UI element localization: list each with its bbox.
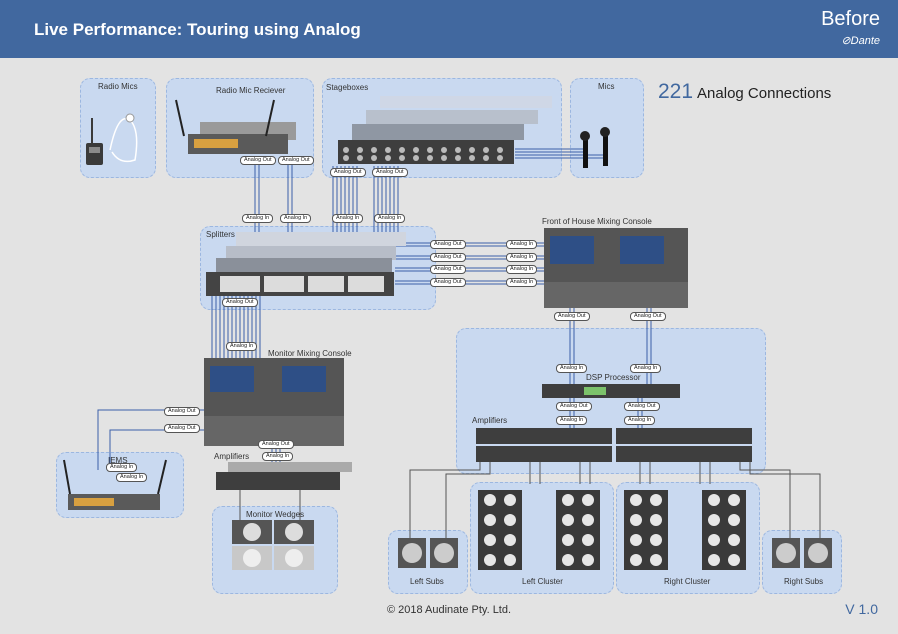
label-stageboxes: Stageboxes bbox=[326, 83, 369, 92]
version-label: V 1.0 bbox=[845, 601, 878, 617]
tag-analog-in: Analog In bbox=[556, 416, 588, 425]
tag-analog-out: Analog Out bbox=[430, 278, 466, 287]
tag-analog-out: Analog Out bbox=[240, 156, 276, 165]
tag-analog-out: Analog Out bbox=[430, 265, 466, 274]
tag-analog-in: Analog In bbox=[556, 364, 588, 373]
label-splitters: Splitters bbox=[206, 230, 235, 239]
left-sub-speakers bbox=[398, 538, 458, 568]
dante-logo: ⊘Dante bbox=[841, 35, 880, 47]
tag-analog-out: Analog Out bbox=[258, 440, 294, 449]
dsp-processor-unit bbox=[542, 384, 680, 398]
connection-count-label: Analog Connections bbox=[697, 85, 832, 102]
tag-analog-in: Analog In bbox=[506, 278, 538, 287]
splitter-rack bbox=[206, 232, 406, 296]
tag-analog-out: Analog Out bbox=[330, 168, 366, 177]
right-sub-speakers bbox=[772, 538, 832, 568]
label-monitor-wedges: Monitor Wedges bbox=[246, 510, 305, 519]
radio-mic-beltpack bbox=[86, 113, 138, 165]
page-title: Live Performance: Touring using Analog bbox=[34, 20, 361, 39]
copyright: © 2018 Audinate Pty. Ltd. bbox=[386, 604, 512, 616]
handheld-mics bbox=[580, 127, 610, 168]
label-dsp-processor: DSP Processor bbox=[586, 373, 641, 382]
label-monitor-console: Monitor Mixing Console bbox=[268, 349, 352, 358]
label-left-subs: Left Subs bbox=[410, 577, 444, 586]
tag-analog-in: Analog In bbox=[506, 240, 538, 249]
tag-analog-out: Analog Out bbox=[164, 424, 200, 433]
foh-console bbox=[544, 228, 688, 308]
tag-analog-in: Analog In bbox=[280, 214, 312, 223]
monitor-amplifier bbox=[216, 462, 352, 490]
tag-analog-in: Analog In bbox=[624, 416, 656, 425]
tag-analog-in: Analog In bbox=[116, 473, 148, 482]
label-radio-mic-receiver: Radio Mic Reciever bbox=[216, 86, 286, 95]
tag-analog-out: Analog Out bbox=[372, 168, 408, 177]
iem-transmitter bbox=[63, 459, 167, 510]
header-bar: Live Performance: Touring using Analog B… bbox=[0, 0, 898, 58]
label-mics: Mics bbox=[598, 82, 615, 91]
tag-analog-out: Analog Out bbox=[430, 240, 466, 249]
label-radio-mics: Radio Mics bbox=[98, 82, 138, 91]
tag-analog-out: Analog Out bbox=[164, 407, 200, 416]
tag-analog-out: Analog Out bbox=[430, 253, 466, 262]
tag-analog-in: Analog In bbox=[262, 452, 294, 461]
stagebox-connectors bbox=[343, 147, 503, 161]
stagebox-stack bbox=[338, 96, 552, 164]
tag-analog-in: Analog In bbox=[242, 214, 274, 223]
tag-analog-in: Analog In bbox=[506, 265, 538, 274]
tag-analog-in: Analog In bbox=[630, 364, 662, 373]
label-amplifiers-main: Amplifiers bbox=[472, 416, 508, 425]
tag-analog-in: Analog In bbox=[506, 253, 538, 262]
label-foh-console: Front of House Mixing Console bbox=[542, 217, 652, 226]
tag-analog-out: Analog Out bbox=[556, 402, 592, 411]
tag-analog-out: Analog Out bbox=[222, 298, 258, 307]
label-amplifiers-monitor: Amplifiers bbox=[214, 452, 250, 461]
tag-analog-in: Analog In bbox=[332, 214, 364, 223]
right-cluster-speakers bbox=[624, 490, 746, 570]
tag-analog-out: Analog Out bbox=[278, 156, 314, 165]
speaker-cables bbox=[239, 462, 821, 540]
dante-brand: Dante bbox=[850, 35, 880, 47]
tag-analog-out: Analog Out bbox=[630, 312, 666, 321]
main-amplifiers bbox=[476, 428, 752, 462]
monitor-wedge-speakers bbox=[232, 520, 314, 570]
monitor-console bbox=[204, 358, 344, 446]
label-left-cluster: Left Cluster bbox=[522, 577, 563, 586]
label-right-subs: Right Subs bbox=[784, 577, 824, 586]
tag-analog-out: Analog Out bbox=[624, 402, 660, 411]
label-right-cluster: Right Cluster bbox=[664, 577, 711, 586]
radio-mic-receiver-rack bbox=[175, 99, 296, 154]
tag-analog-in: Analog In bbox=[226, 342, 258, 351]
state-label: Before bbox=[821, 8, 880, 30]
tag-analog-out: Analog Out bbox=[554, 312, 590, 321]
tag-analog-in: Analog In bbox=[106, 463, 138, 472]
tag-analog-in: Analog In bbox=[374, 214, 406, 223]
label-iems: IEMS bbox=[108, 456, 128, 465]
left-cluster-speakers bbox=[478, 490, 600, 570]
connection-count-number: 221 bbox=[658, 80, 694, 103]
cluster-drivers bbox=[484, 494, 740, 566]
